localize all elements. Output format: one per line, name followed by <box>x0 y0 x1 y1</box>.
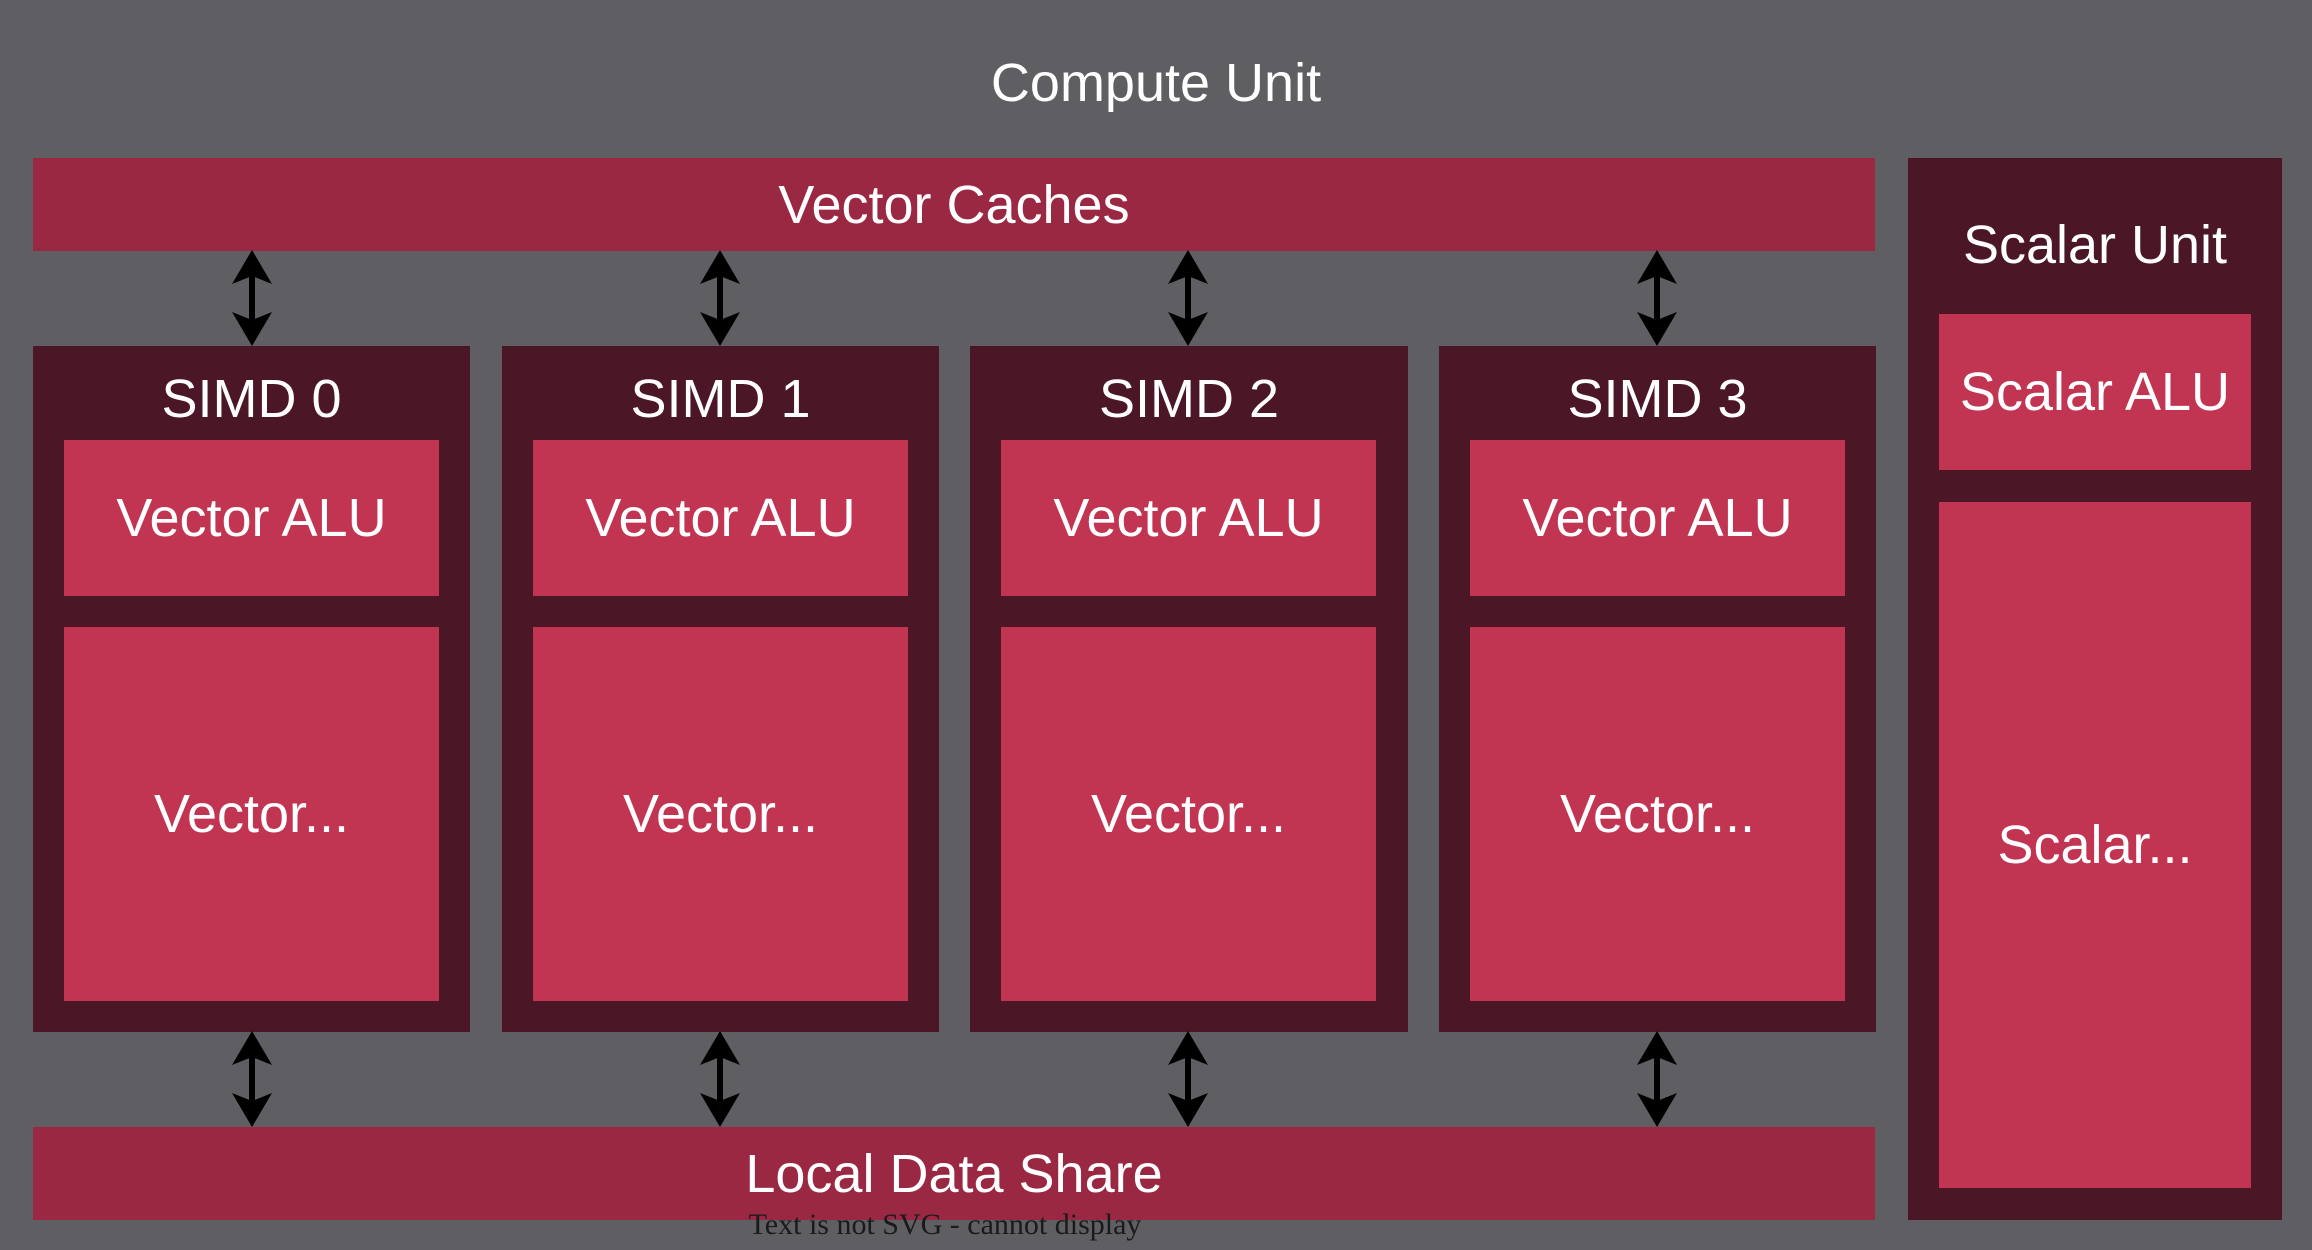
simd-3-vector-registers: Vector... <box>1470 627 1845 1001</box>
double-arrow-icon <box>1168 1031 1208 1127</box>
simd-2-title: SIMD 2 <box>1098 369 1280 429</box>
simd-0-vector-registers: Vector... <box>64 627 439 1001</box>
simd-1-vector-registers: Vector... <box>533 627 908 1001</box>
double-arrow-icon <box>1637 250 1677 346</box>
double-arrow-icon <box>232 250 272 346</box>
double-arrow-icon <box>1168 250 1208 346</box>
scalar-registers: Scalar... <box>1939 502 2251 1188</box>
scalar-unit-title: Scalar Unit <box>1962 215 2228 275</box>
simd-1-vector-alu: Vector ALU <box>533 440 908 596</box>
simd-2-vector-alu: Vector ALU <box>1001 440 1376 596</box>
simd-3-vector-alu: Vector ALU <box>1470 440 1845 596</box>
simd-1: SIMD 1 Vector ALU Vector... <box>502 346 939 1032</box>
simd-0: SIMD 0 Vector ALU Vector... <box>33 346 470 1032</box>
simd-3: SIMD 3 Vector ALU Vector... <box>1439 346 1876 1032</box>
scalar-alu: Scalar ALU <box>1939 314 2251 470</box>
scalar-unit: Scalar Unit Scalar ALU Scalar... <box>1908 158 2282 1220</box>
simd-2-vector-registers: Vector... <box>1001 627 1376 1001</box>
simd-2: SIMD 2 Vector ALU Vector... <box>970 346 1408 1032</box>
compute-unit-title: Compute Unit <box>990 53 1322 113</box>
simd-1-title: SIMD 1 <box>630 369 811 429</box>
simd-0-title: SIMD 0 <box>161 369 342 429</box>
simd-3-title: SIMD 3 <box>1567 369 1748 429</box>
double-arrow-icon <box>700 250 740 346</box>
simd-0-vector-alu: Vector ALU <box>64 440 439 596</box>
double-arrow-icon <box>232 1031 272 1127</box>
double-arrow-icon <box>700 1031 740 1127</box>
vector-caches: Vector Caches <box>33 158 1875 251</box>
footer-note: Text is not SVG - cannot display <box>748 1208 1142 1241</box>
local-data-share: Local Data Share <box>33 1127 1875 1220</box>
double-arrow-icon <box>1637 1031 1677 1127</box>
